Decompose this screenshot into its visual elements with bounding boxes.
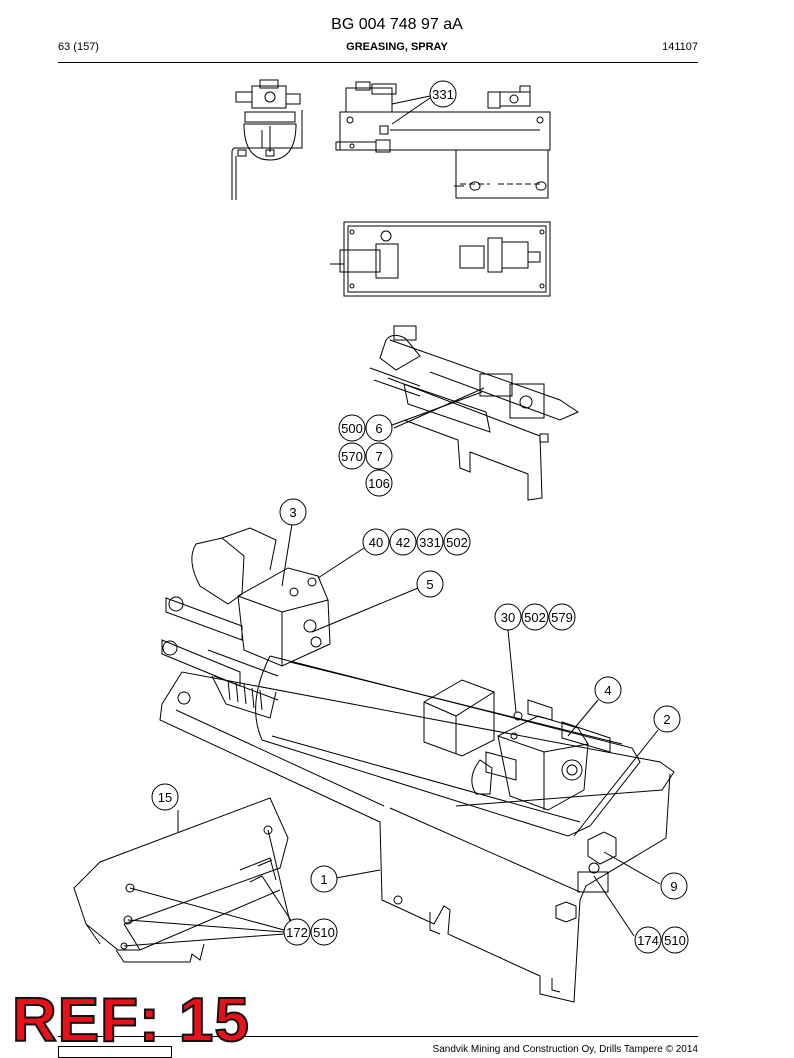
svg-text:3: 3 bbox=[289, 505, 296, 520]
main-assembly-drawing bbox=[73, 527, 675, 1003]
svg-text:9: 9 bbox=[670, 879, 677, 894]
svg-text:6: 6 bbox=[375, 421, 382, 436]
page-number: 63 (157) bbox=[58, 41, 99, 53]
ref-overlay-label: REF: 15 bbox=[11, 985, 250, 1056]
callout-7: 7 bbox=[365, 442, 393, 470]
top-view-drawing bbox=[335, 81, 551, 199]
svg-text:7: 7 bbox=[375, 449, 382, 464]
callout-6: 6 bbox=[365, 414, 393, 442]
callout-42: 42 bbox=[389, 528, 417, 556]
plan-view-drawing bbox=[330, 221, 551, 297]
svg-text:570: 570 bbox=[341, 449, 363, 464]
section-title: GREASING, SPRAY bbox=[346, 41, 448, 53]
svg-text:2: 2 bbox=[663, 712, 670, 727]
svg-text:5: 5 bbox=[426, 577, 433, 592]
callout-331: 331 bbox=[416, 528, 444, 556]
callout-174: 174 bbox=[634, 926, 662, 954]
leader-lines bbox=[123, 95, 661, 947]
isometric-small-drawing bbox=[369, 325, 580, 501]
svg-text:502: 502 bbox=[446, 535, 468, 550]
svg-text:42: 42 bbox=[396, 535, 410, 550]
callout-510-a: 510 bbox=[310, 918, 338, 946]
revision-date: 141107 bbox=[662, 41, 698, 53]
svg-text:510: 510 bbox=[313, 925, 335, 940]
callout-502-a: 502 bbox=[443, 528, 471, 556]
svg-text:579: 579 bbox=[551, 610, 573, 625]
callout-9: 9 bbox=[660, 872, 688, 900]
svg-text:4: 4 bbox=[604, 683, 611, 698]
svg-text:500: 500 bbox=[341, 421, 363, 436]
svg-text:40: 40 bbox=[369, 535, 383, 550]
callout-331-top: 331 bbox=[429, 80, 457, 108]
svg-text:174: 174 bbox=[637, 933, 659, 948]
svg-text:172: 172 bbox=[286, 925, 308, 940]
svg-text:1: 1 bbox=[320, 872, 327, 887]
callout-579: 579 bbox=[548, 603, 576, 631]
callout-40: 40 bbox=[362, 528, 390, 556]
callout-172: 172 bbox=[283, 918, 311, 946]
svg-text:30: 30 bbox=[501, 610, 515, 625]
footer-copyright: Sandvik Mining and Construction Oy, Dril… bbox=[432, 1044, 698, 1055]
svg-text:510: 510 bbox=[664, 933, 686, 948]
svg-text:15: 15 bbox=[158, 790, 172, 805]
side-view-drawing bbox=[231, 79, 303, 200]
callout-2: 2 bbox=[653, 705, 681, 733]
callout-4: 4 bbox=[594, 676, 622, 704]
callout-500: 500 bbox=[338, 414, 366, 442]
svg-text:106: 106 bbox=[368, 476, 390, 491]
header-rule bbox=[58, 62, 698, 63]
callout-15: 15 bbox=[151, 783, 179, 811]
footer-rule bbox=[58, 1036, 698, 1037]
callout-502-b: 502 bbox=[521, 603, 549, 631]
document-id: BG 004 748 97 aA bbox=[331, 16, 463, 33]
callout-570: 570 bbox=[338, 442, 366, 470]
svg-text:502: 502 bbox=[524, 610, 546, 625]
callout-3: 3 bbox=[279, 498, 307, 526]
callout-1: 1 bbox=[310, 865, 338, 893]
callout-106: 106 bbox=[365, 469, 393, 497]
svg-text:331: 331 bbox=[432, 87, 454, 102]
svg-text:331: 331 bbox=[419, 535, 441, 550]
callout-510-b: 510 bbox=[661, 926, 689, 954]
callout-30: 30 bbox=[494, 603, 522, 631]
callout-5: 5 bbox=[416, 570, 444, 598]
callout-bubbles: 331 500 6 570 7 106 3 40 42 331 502 5 30… bbox=[151, 80, 689, 954]
